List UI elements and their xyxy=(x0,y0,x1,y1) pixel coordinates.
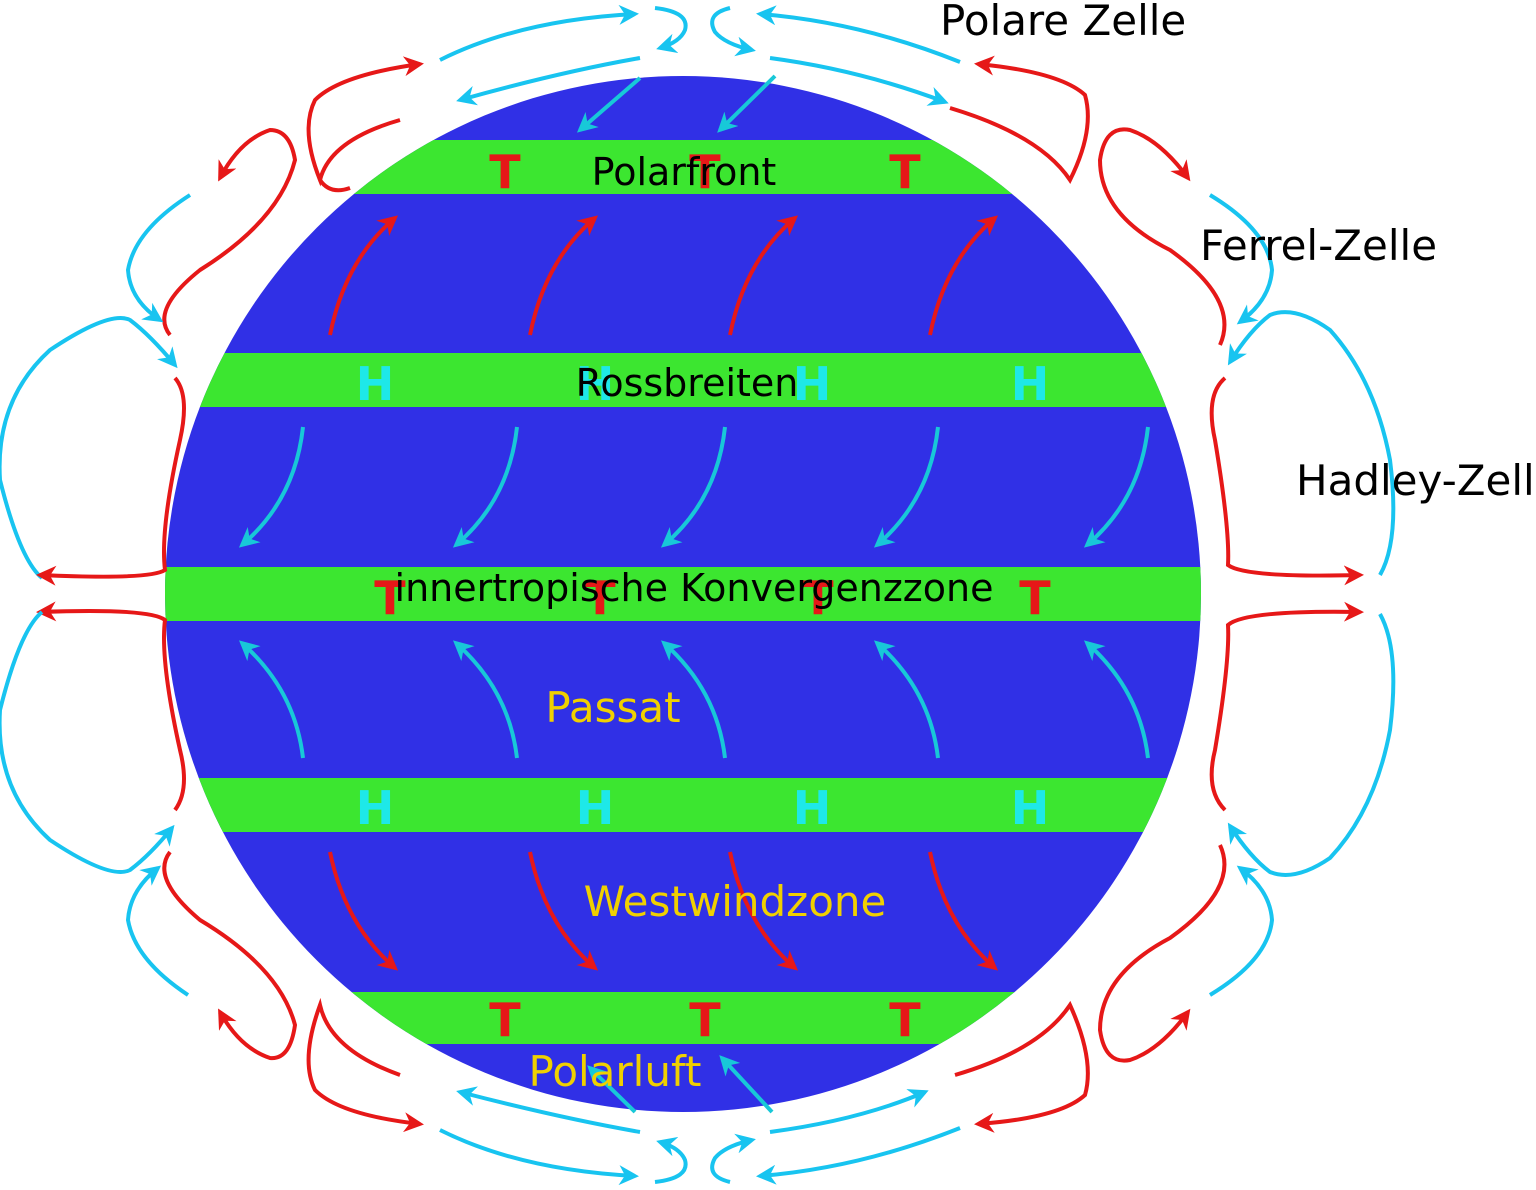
red-curved-arrow-icon xyxy=(318,178,351,193)
red-wind-arrow xyxy=(728,851,799,971)
red-curved-arrow-icon xyxy=(306,56,424,187)
band-rossbreiten-south xyxy=(165,778,1201,832)
red-curved-arrow-icon xyxy=(36,376,186,586)
blue-curved-arrow-icon xyxy=(456,1086,641,1134)
red-wind-arrow xyxy=(328,215,399,336)
band-itcz xyxy=(165,567,1201,621)
low-pressure-marker: T xyxy=(689,993,721,1047)
pressure-markers: T T T H H H H T T T T H H H H T T T xyxy=(356,145,1052,1047)
red-wind-arrow xyxy=(928,851,999,971)
red-wind-arrow xyxy=(528,851,599,971)
low-pressure-marker: T xyxy=(889,145,921,199)
cyan-wind-arrow xyxy=(239,640,305,759)
red-curved-arrow-icon xyxy=(1097,844,1227,1063)
blue-curved-arrow-icon xyxy=(0,316,178,580)
blue-curved-arrow-icon xyxy=(439,4,639,62)
blue-curved-arrow-icon xyxy=(1227,310,1396,576)
rossbreiten-label: Rossbreiten xyxy=(576,361,799,405)
passat-label: Passat xyxy=(545,683,680,732)
blue-curved-arrow-icon xyxy=(0,610,175,874)
cyan-wind-arrow xyxy=(453,640,519,759)
low-pressure-marker: T xyxy=(489,145,521,199)
blue-curved-arrow-icon xyxy=(756,1126,961,1185)
high-pressure-marker: H xyxy=(356,357,395,411)
low-pressure-marker: T xyxy=(489,993,521,1047)
cyan-wind-arrow xyxy=(719,1055,774,1114)
red-curved-arrow-icon xyxy=(162,850,298,1061)
blue-curved-arrow-icon xyxy=(710,1133,756,1184)
polarfront-label: Polarfront xyxy=(592,150,777,194)
high-pressure-marker: H xyxy=(1011,357,1050,411)
cyan-wind-arrow xyxy=(1083,426,1150,548)
cyan-wind-arrow xyxy=(238,426,305,548)
blue-curved-arrow-icon xyxy=(769,56,949,106)
cyan-wind-arrow xyxy=(576,76,642,133)
low-pressure-marker: T xyxy=(584,571,616,625)
blue-curved-arrow-icon xyxy=(1208,865,1275,997)
blue-curved-arrow-icon xyxy=(1227,613,1396,877)
low-pressure-marker: T xyxy=(1019,571,1051,625)
cyan-wind-arrow xyxy=(1084,640,1150,759)
hadley-cell-label: Hadley-Zelle xyxy=(1296,456,1536,505)
blue-curved-arrow-icon xyxy=(125,865,190,997)
low-pressure-marker: T xyxy=(689,145,721,199)
cell-labels: Polare Zelle Ferrel-Zelle Hadley-Zelle xyxy=(940,0,1536,505)
blue-curved-arrow-icon xyxy=(756,5,961,64)
blue-curved-arrow-icon xyxy=(654,6,688,53)
high-pressure-marker: H xyxy=(1011,781,1050,835)
blue-curved-arrow-icon xyxy=(710,6,756,57)
westwind-label: Westwindzone xyxy=(584,877,887,926)
surface-winds xyxy=(238,74,1150,1114)
cyan-wind-arrow xyxy=(587,1065,637,1114)
red-curved-arrow-icon xyxy=(36,601,186,812)
low-pressure-marker: T xyxy=(374,571,406,625)
red-curved-arrow-icon xyxy=(954,1000,1090,1133)
red-wind-arrow xyxy=(928,215,999,336)
high-pressure-marker: H xyxy=(793,357,832,411)
ferrel-cell-label: Ferrel-Zelle xyxy=(1200,221,1437,270)
red-wind-arrow xyxy=(528,215,599,336)
red-curved-arrow-icon xyxy=(1209,601,1364,812)
red-curved-arrow-icon xyxy=(949,55,1090,184)
band-rossbreiten-north xyxy=(165,353,1201,407)
blue-curved-arrow-icon xyxy=(769,1089,929,1134)
red-curved-arrow-icon xyxy=(306,997,424,1133)
high-pressure-marker: H xyxy=(793,781,832,835)
red-wind-arrow xyxy=(728,215,799,336)
cyan-wind-arrow xyxy=(874,640,940,759)
blue-curved-arrow-icon xyxy=(654,1137,688,1184)
red-curved-arrow-icon xyxy=(162,127,298,337)
circulation-cells-north xyxy=(0,4,1396,586)
blue-curved-arrow-icon xyxy=(125,193,192,323)
circulation-cells-south xyxy=(0,601,1396,1186)
cyan-wind-arrow xyxy=(452,426,519,548)
cyan-wind-arrow xyxy=(660,426,727,548)
high-pressure-marker: H xyxy=(576,357,615,411)
low-pressure-marker: T xyxy=(802,571,834,625)
red-wind-arrow xyxy=(328,851,399,971)
red-curved-arrow-icon xyxy=(1209,376,1364,586)
blue-curved-arrow-icon xyxy=(1208,193,1275,325)
band-labels: Polarfront Rossbreiten innertropische Ko… xyxy=(395,150,994,1096)
itcz-label: innertropische Konvergenzzone xyxy=(395,566,994,610)
cyan-wind-arrow xyxy=(717,74,777,133)
blue-curved-arrow-icon xyxy=(456,56,641,106)
cyan-wind-arrow xyxy=(661,640,727,759)
polarluft-label: Polarluft xyxy=(528,1047,701,1096)
low-pressure-marker: T xyxy=(889,993,921,1047)
high-pressure-marker: H xyxy=(576,781,615,835)
blue-curved-arrow-icon xyxy=(439,1128,639,1186)
polar-cell-label: Polare Zelle xyxy=(940,0,1186,45)
red-curved-arrow-icon xyxy=(1097,127,1227,346)
cyan-wind-arrow xyxy=(873,426,940,548)
high-pressure-marker: H xyxy=(356,781,395,835)
